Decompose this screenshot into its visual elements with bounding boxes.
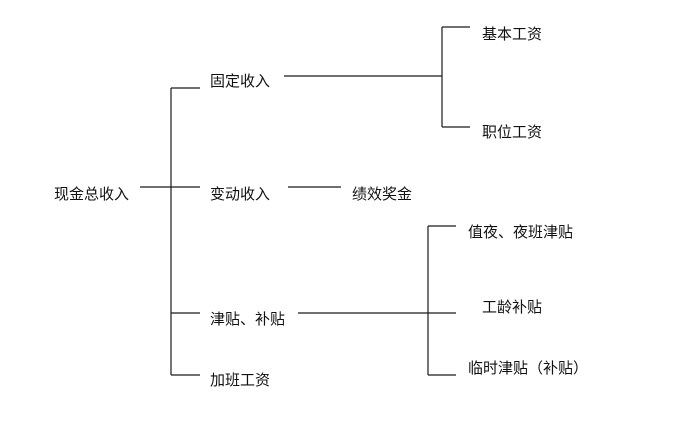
node-root-label: 现金总收入 — [54, 185, 130, 203]
node-temporary-allowance: 临时津贴（补贴） — [468, 359, 589, 377]
node-allowance: 津贴、补贴 — [210, 310, 286, 328]
node-night-shift-allowance: 值夜、夜班津贴 — [468, 223, 574, 241]
node-position-salary: 职位工资 — [482, 123, 543, 141]
node-base-salary: 基本工资 — [482, 25, 543, 43]
node-fixed-income: 固定收入 — [210, 72, 271, 90]
node-seniority-allowance: 工龄补贴 — [482, 298, 543, 316]
node-performance-bonus: 绩效奖金 — [352, 185, 413, 203]
node-variable-income: 变动收入 — [210, 185, 271, 203]
node-overtime-pay: 加班工资 — [210, 371, 271, 389]
